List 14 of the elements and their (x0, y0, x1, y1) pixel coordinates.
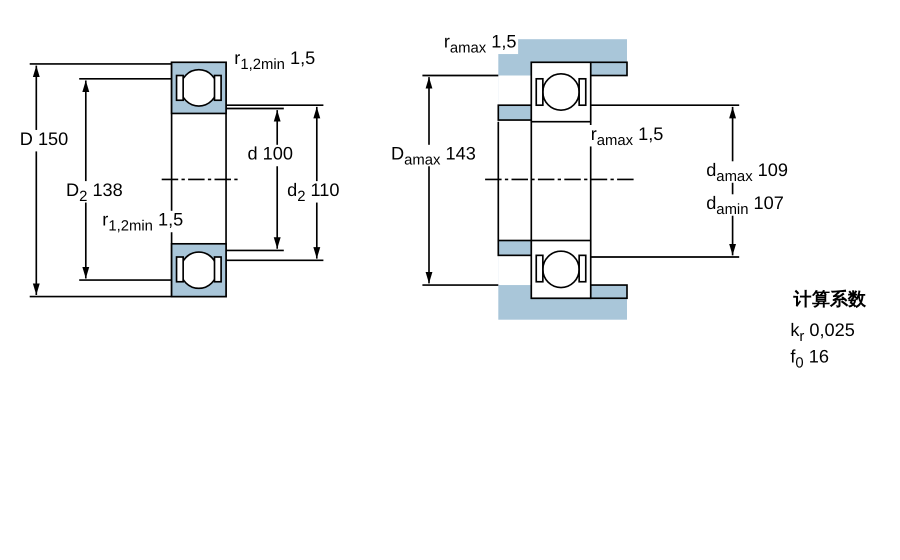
dimension-label: r$_{amax}$ 1,5 (442, 32, 518, 54)
dimension-label: D 150 (18, 130, 70, 152)
dimension-label: d$_{2}$ 110 (285, 181, 342, 203)
factor-value: f$_{0}$ 16 (788, 348, 831, 370)
section-heading: 计算系数 (792, 288, 868, 310)
dimension-label: r$_{1,2min}$ 1,5 (232, 49, 317, 71)
dimension-label: d 100 (246, 144, 295, 166)
dimension-label: r$_{1,2min}$ 1,5 (100, 210, 185, 232)
dimension-label: D$_{amax}$ 143 (389, 144, 478, 166)
factor-value: k$_{r}$ 0,025 (788, 321, 856, 343)
dimension-label: D$_{2}$ 138 (64, 181, 124, 203)
dimension-label: d$_{amin}$ 107 (704, 194, 786, 216)
dimension-label: r$_{amax}$ 1,5 (589, 125, 666, 146)
dimension-label: d$_{amax}$ 109 (704, 161, 790, 183)
